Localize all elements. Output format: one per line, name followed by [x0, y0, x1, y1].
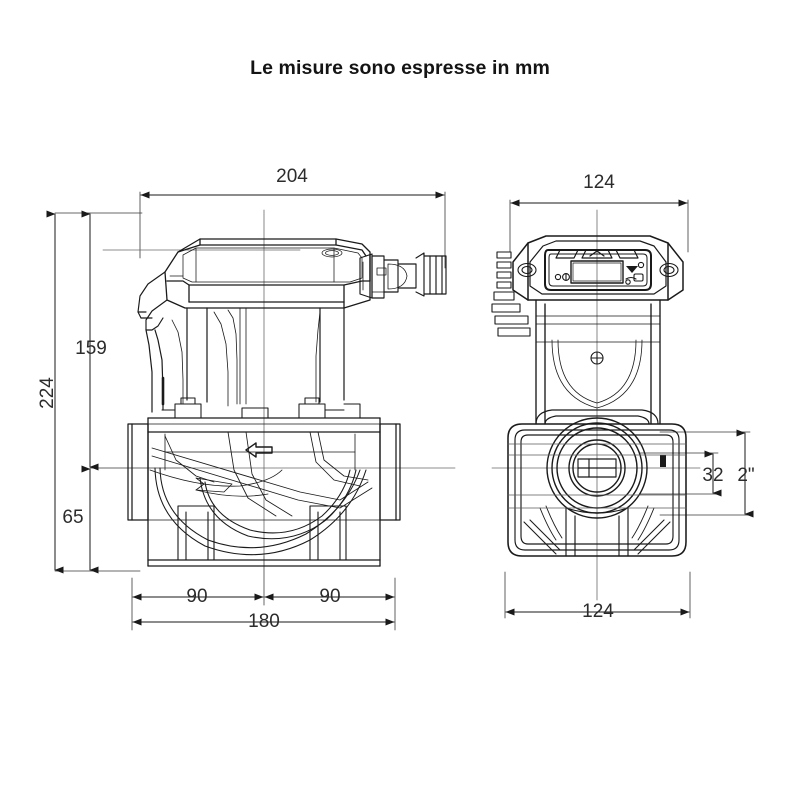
cable-connector-details	[362, 261, 408, 299]
front-right-tab	[660, 455, 666, 467]
dim-label-124-top: 124	[583, 172, 615, 193]
front-bottom-ribs	[539, 505, 655, 541]
dim-label-159: 159	[75, 338, 107, 359]
right-arrow-button	[615, 249, 639, 259]
pump-control-panel	[544, 249, 652, 291]
dim-label-2-inch: 2"	[737, 465, 754, 486]
front-port-bore-detail	[577, 458, 617, 478]
pump-body-bosses	[161, 397, 361, 419]
front-housing-construction-lines	[507, 443, 687, 509]
front-center-screw	[590, 351, 604, 365]
front-motor-barrel	[535, 299, 661, 425]
left-arrow-button	[555, 249, 579, 259]
dimension-labels: 204 224 159 65 90 90 180 124 124 32 2"	[37, 166, 755, 632]
front-barrel-to-housing	[535, 409, 659, 425]
head-vent-ellipse	[321, 248, 343, 258]
motor-head-shell-details	[169, 247, 363, 283]
front-view-geometry	[491, 235, 687, 557]
motor-head-shell	[164, 238, 371, 309]
right-flange	[379, 423, 401, 521]
lcd-display	[570, 260, 624, 284]
dim-label-180: 180	[248, 611, 280, 632]
front-pump-housing-inner	[514, 429, 680, 551]
dim-label-224: 224	[37, 377, 58, 409]
dim-label-65: 65	[62, 507, 83, 528]
front-control-head	[512, 235, 684, 301]
side-view-geometry	[127, 238, 447, 567]
motor-head-left-arm	[137, 271, 168, 331]
right-shoulder-screw	[659, 262, 679, 278]
front-bottom-spigot	[565, 507, 629, 557]
front-motor-barrel-detail	[535, 315, 661, 409]
lcd-display-inner	[572, 262, 622, 282]
side-view-dimension-arrows	[46, 191, 445, 626]
dim-label-204: 204	[276, 166, 308, 187]
front-pump-housing	[507, 423, 687, 557]
dim-label-32: 32	[702, 465, 723, 486]
up-arrow-button	[581, 249, 613, 259]
left-shoulder-screw	[517, 262, 537, 278]
pump-control-panel-inner	[548, 253, 648, 287]
pump-internal-lines	[149, 431, 373, 517]
status-indicator	[625, 261, 645, 285]
dim-label-90-left: 90	[186, 586, 207, 607]
side-view-dimension-lines	[54, 191, 446, 631]
front-control-head-inner	[529, 240, 667, 295]
flow-direction-arrow	[245, 442, 273, 458]
pump-body-inner-detail	[147, 423, 381, 521]
front-view-dimension-arrows	[505, 199, 754, 616]
mode-indicator	[554, 273, 570, 281]
left-flange	[127, 423, 149, 521]
terminal-pins	[491, 251, 531, 337]
motor-body-ribs	[171, 307, 321, 407]
connector-label-rect	[376, 267, 387, 276]
dim-label-124-bottom: 124	[582, 601, 614, 622]
motor-body	[145, 307, 345, 413]
centerlines	[102, 209, 701, 606]
front-housing-chamfers	[523, 519, 671, 555]
dim-label-90-right: 90	[319, 586, 340, 607]
page-title: Le misure sono espresse in mm	[250, 57, 550, 79]
cable-connector	[359, 252, 447, 299]
